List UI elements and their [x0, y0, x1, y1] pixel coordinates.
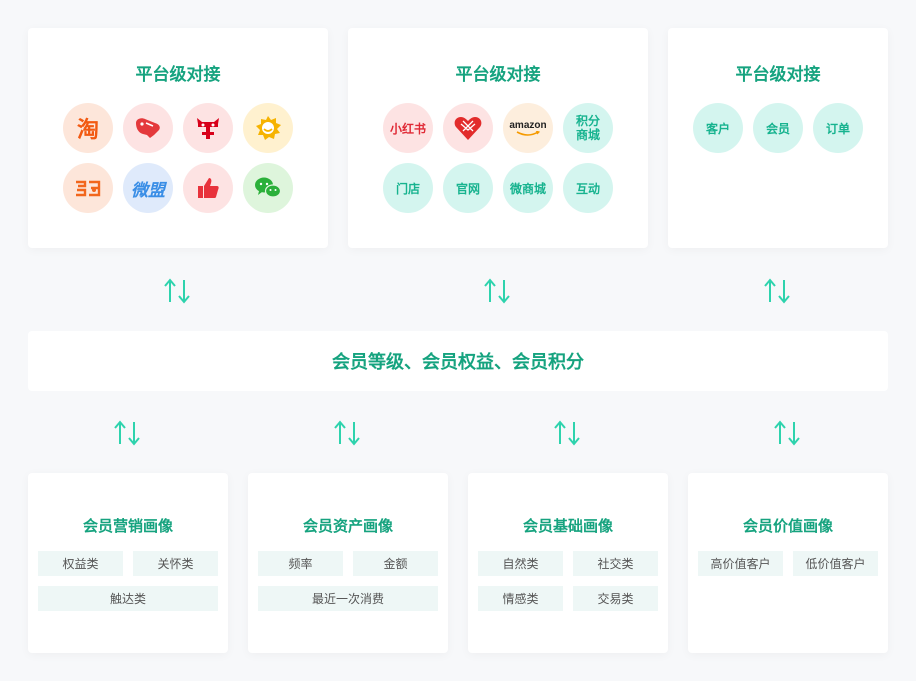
- portrait-title: 会员营销画像: [82, 518, 173, 535]
- tag-item[interactable]: 社交类: [573, 551, 658, 576]
- member-item[interactable]: 会员: [753, 103, 803, 153]
- points-mall-item[interactable]: 积分 商城: [563, 103, 613, 153]
- sync-arrows-icon: [554, 420, 580, 446]
- sync-arrows-icon: [764, 278, 790, 304]
- customer-label: 客户: [705, 121, 730, 136]
- member-core-banner: 会员等级、会员权益、会员积分: [28, 331, 888, 391]
- store-label: 门店: [395, 181, 420, 196]
- dangdang-icon[interactable]: [63, 163, 113, 213]
- sync-arrows-icon: [774, 420, 800, 446]
- tag-item[interactable]: 触达类: [38, 586, 218, 611]
- official-site-label: 官网: [455, 181, 480, 196]
- platform-card-1: 平台级对接 淘 微盟: [28, 28, 328, 248]
- meituan-icon[interactable]: [243, 103, 293, 153]
- sync-arrows-icon: [484, 278, 510, 304]
- tmall-cat-icon[interactable]: [183, 103, 233, 153]
- pinduoduo-svg: [454, 117, 482, 140]
- interaction-item[interactable]: 互动: [563, 163, 613, 213]
- official-site-item[interactable]: 官网: [443, 163, 493, 213]
- amazon-smile-icon: [516, 130, 541, 136]
- tag-item[interactable]: 关怀类: [133, 551, 218, 576]
- customer-item[interactable]: 客户: [693, 103, 743, 153]
- platform-card-2: 平台级对接 小红书 amazon 积分 商城 门店 官网 微商城 互动: [348, 28, 648, 248]
- portrait-card-assets: 会员资产画像 频率 金额 最近一次消费: [248, 473, 448, 653]
- tag-item[interactable]: 权益类: [38, 551, 123, 576]
- amazon-icon[interactable]: amazon: [503, 103, 553, 153]
- weimeng-glyph: 微盟: [131, 180, 165, 200]
- pinduoduo-icon[interactable]: [443, 103, 493, 153]
- jd-dog-icon[interactable]: [123, 103, 173, 153]
- taobao-icon[interactable]: 淘: [63, 103, 113, 153]
- portrait-title: 会员价值画像: [742, 518, 833, 535]
- card-title: 平台级对接: [135, 65, 221, 84]
- tag-item[interactable]: 自然类: [478, 551, 563, 576]
- store-item[interactable]: 门店: [383, 163, 433, 213]
- weimeng-icon[interactable]: 微盟: [123, 163, 173, 213]
- dangdang-svg: [76, 180, 101, 197]
- interaction-label: 互动: [575, 181, 600, 196]
- card-title: 平台级对接: [735, 65, 821, 84]
- micro-mall-item[interactable]: 微商城: [503, 163, 553, 213]
- thumbs-svg: [198, 178, 219, 198]
- member-label: 会员: [765, 121, 790, 136]
- portrait-title: 会员基础画像: [522, 518, 613, 535]
- tag-item[interactable]: 交易类: [573, 586, 658, 611]
- xiaohongshu-glyph: 小红书: [389, 121, 426, 136]
- points-mall-label: 积分 商城: [575, 114, 600, 142]
- thumbs-up-icon[interactable]: [183, 163, 233, 213]
- meituan-svg: [256, 116, 281, 140]
- tmall-svg: [197, 118, 219, 139]
- portrait-card-basic: 会员基础画像 自然类 社交类 情感类 交易类: [468, 473, 668, 653]
- portrait-card-value: 会员价值画像 高价值客户 低价值客户: [688, 473, 888, 653]
- taobao-glyph: 淘: [76, 117, 99, 142]
- portrait-title: 会员资产画像: [302, 518, 393, 535]
- amazon-wordmark: amazon: [509, 119, 547, 131]
- jd-dog-svg: [136, 118, 160, 138]
- sync-arrows-icon: [334, 420, 360, 446]
- portrait-card-marketing: 会员营销画像 权益类 关怀类 触达类: [28, 473, 228, 653]
- tag-item[interactable]: 最近一次消费: [258, 586, 438, 611]
- sync-arrows-icon: [164, 278, 190, 304]
- xiaohongshu-icon[interactable]: 小红书: [383, 103, 433, 153]
- wechat-icon[interactable]: [243, 163, 293, 213]
- order-item[interactable]: 订单: [813, 103, 863, 153]
- tag-item[interactable]: 高价值客户: [698, 551, 783, 576]
- tag-item[interactable]: 低价值客户: [793, 551, 878, 576]
- wechat-svg: [255, 177, 282, 198]
- tag-item[interactable]: 金额: [353, 551, 438, 576]
- order-label: 订单: [825, 121, 850, 136]
- micro-mall-label: 微商城: [509, 181, 546, 196]
- platform-card-3: 平台级对接 客户 会员 订单: [668, 28, 888, 248]
- card-title: 平台级对接: [455, 65, 541, 84]
- tag-item[interactable]: 情感类: [478, 586, 563, 611]
- tag-item[interactable]: 频率: [258, 551, 343, 576]
- sync-arrows-icon: [114, 420, 140, 446]
